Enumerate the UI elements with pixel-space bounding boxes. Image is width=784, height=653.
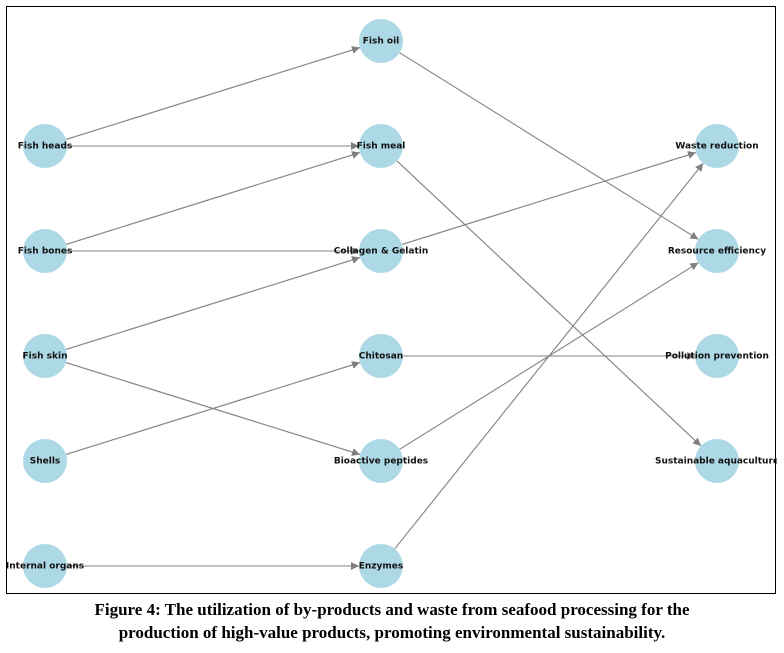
node-waste-reduction: Waste reduction [675, 124, 759, 168]
node-circle [23, 124, 67, 168]
node-internal-organs: Internal organs [7, 544, 84, 588]
node-enzymes: Enzymes [359, 544, 404, 588]
node-label: Pollution prevention [665, 352, 769, 362]
node-label: Fish bones [18, 247, 73, 257]
edge-enzymes-to-waste-reduction [394, 162, 704, 550]
node-fish-oil: Fish oil [359, 19, 403, 63]
edge-fish-meal-to-sustainable-aquaculture [396, 160, 702, 447]
node-chitosan: Chitosan [359, 334, 403, 378]
node-shells: Shells [23, 439, 67, 483]
edge-collagen-and-gelatin-to-waste-reduction [401, 151, 697, 245]
figure-caption: Figure 4: The utilization of by-products… [0, 598, 784, 644]
node-circle [359, 439, 403, 483]
node-fish-bones: Fish bones [18, 229, 73, 273]
node-circle [23, 229, 67, 273]
node-label: Collagen & Gelatin [334, 247, 429, 257]
node-circle [23, 544, 67, 588]
node-circle [359, 124, 403, 168]
node-label: Internal organs [7, 562, 84, 572]
node-fish-meal: Fish meal [357, 124, 406, 168]
edge-fish-oil-to-resource-efficiency [399, 52, 699, 240]
node-pollution-prevention: Pollution prevention [665, 334, 769, 378]
node-collagen-and-gelatin: Collagen & Gelatin [334, 229, 429, 273]
node-circle [695, 229, 739, 273]
node-circle [23, 439, 67, 483]
node-circle [359, 544, 403, 588]
node-label: Fish oil [363, 37, 399, 47]
node-circle [359, 19, 403, 63]
node-bioactive-peptides: Bioactive peptides [334, 439, 428, 483]
node-circle [695, 334, 739, 378]
node-resource-efficiency: Resource efficiency [668, 229, 766, 273]
node-circle [695, 124, 739, 168]
node-label: Enzymes [359, 562, 404, 572]
node-label: Sustainable aquaculture [655, 457, 777, 467]
edge-shells-to-chitosan [65, 361, 361, 455]
edge-layer [65, 46, 704, 570]
caption-line-1: Figure 4: The utilization of by-products… [94, 600, 690, 619]
node-label: Chitosan [359, 352, 403, 362]
edge-fish-heads-to-fish-oil [65, 46, 361, 140]
edge-fish-bones-to-fish-meal [65, 151, 361, 245]
node-circle [359, 229, 403, 273]
node-circle [359, 334, 403, 378]
node-fish-skin: Fish skin [23, 334, 68, 378]
node-label: Fish skin [23, 352, 68, 362]
node-circle [23, 334, 67, 378]
node-sustainable-aquaculture: Sustainable aquaculture [655, 439, 777, 483]
node-label: Shells [30, 457, 61, 467]
caption-line-2: production of high-value products, promo… [118, 623, 666, 642]
node-label: Waste reduction [675, 142, 758, 152]
node-label: Bioactive peptides [334, 457, 428, 467]
node-label: Resource efficiency [668, 247, 766, 257]
node-circle [695, 439, 739, 483]
node-label: Fish meal [357, 142, 406, 152]
node-fish-heads: Fish heads [18, 124, 73, 168]
edge-fish-skin-to-collagen-and-gelatin [65, 256, 361, 350]
node-label: Fish heads [18, 142, 73, 152]
